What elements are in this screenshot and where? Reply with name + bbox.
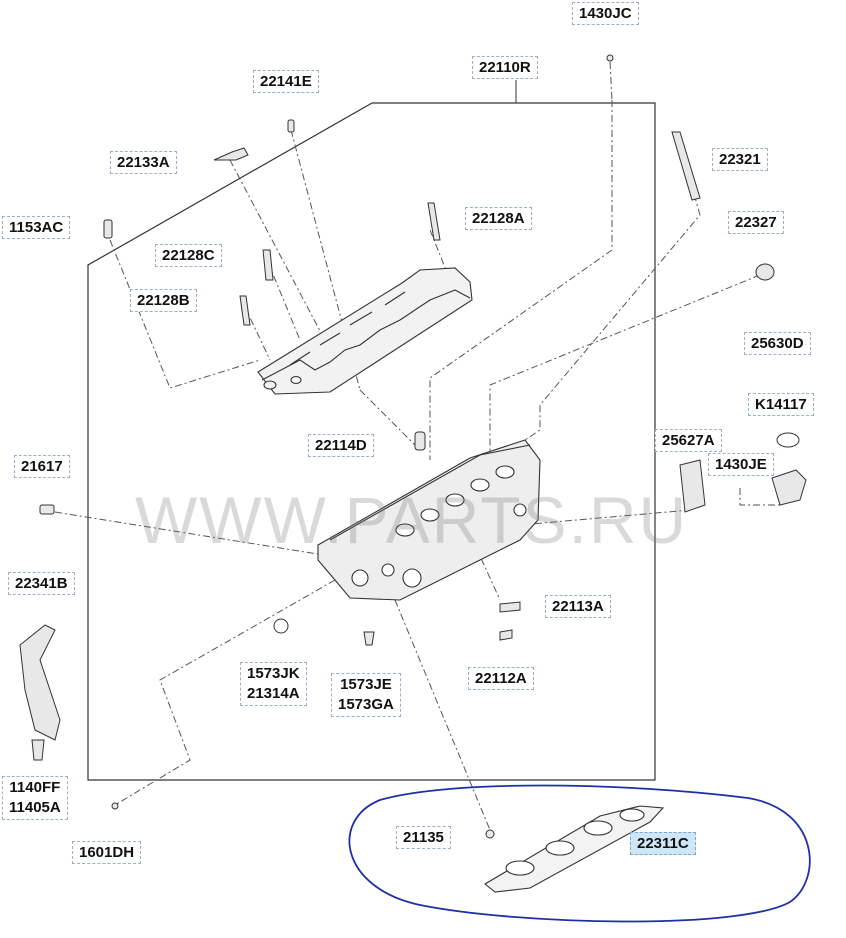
label-1153AC[interactable]: 1153AC: [2, 216, 71, 239]
label-22141E[interactable]: 22141E: [253, 70, 319, 93]
label-1573GA: 1573GA: [338, 696, 394, 713]
label-1573JK: 1573JK: [247, 665, 300, 682]
cylinder-head: [317, 439, 541, 601]
label-22321[interactable]: 22321: [712, 148, 768, 171]
label-21314A: 21314A: [247, 685, 300, 702]
label-22128A[interactable]: 22128A: [465, 207, 532, 230]
label-22114D[interactable]: 22114D: [308, 434, 374, 457]
valve-cover: [257, 267, 473, 395]
label-22341B[interactable]: 22341B: [8, 572, 75, 595]
small-parts: [19, 54, 807, 839]
label-22133A[interactable]: 22133A: [110, 151, 177, 174]
label-1573JE: 1573JE: [340, 676, 392, 693]
label-25627A[interactable]: 25627A: [655, 429, 722, 452]
label-K14117[interactable]: K14117: [748, 393, 814, 416]
label-22112A[interactable]: 22112A: [468, 667, 534, 690]
label-21135[interactable]: 21135: [396, 826, 451, 849]
label-21617[interactable]: 21617: [14, 455, 70, 478]
label-1140FF: 1140FF: [9, 779, 61, 796]
label-1573JE-1573GA[interactable]: 1573JE 1573GA: [331, 673, 401, 717]
highlight-ellipse: [348, 784, 811, 923]
label-22113A[interactable]: 22113A: [545, 595, 611, 618]
label-1430JC[interactable]: 1430JC: [572, 2, 639, 25]
assembly-frame: [87, 102, 656, 781]
label-22110R[interactable]: 22110R: [472, 56, 538, 79]
label-1573JK-21314A[interactable]: 1573JK 21314A: [240, 662, 307, 706]
label-22327[interactable]: 22327: [728, 211, 784, 234]
label-1601DH[interactable]: 1601DH: [72, 841, 142, 864]
label-11405A: 11405A: [9, 799, 61, 816]
watermark: WWW.PARTS.RU: [135, 483, 689, 557]
label-1430JE[interactable]: 1430JE: [708, 453, 774, 476]
label-25630D[interactable]: 25630D: [744, 332, 811, 355]
label-22128C[interactable]: 22128C: [155, 244, 222, 267]
label-22311C[interactable]: 22311C: [630, 832, 696, 855]
label-1140FF-11405A[interactable]: 1140FF 11405A: [2, 776, 68, 820]
label-22128B[interactable]: 22128B: [130, 289, 197, 312]
head-gasket: [484, 805, 665, 893]
